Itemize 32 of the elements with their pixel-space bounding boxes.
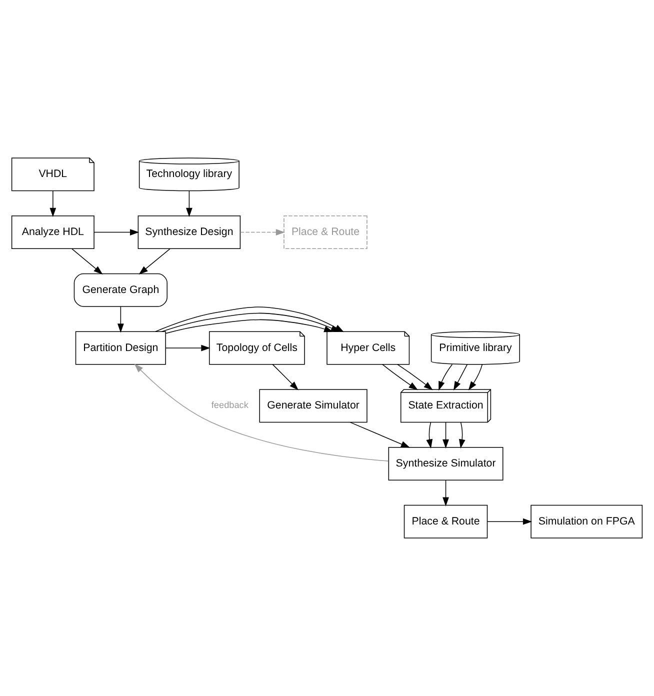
arrow: [426, 422, 433, 448]
arrow: [382, 364, 418, 390]
arrow: [240, 229, 286, 236]
arrow: [350, 422, 410, 448]
arrow: [71, 248, 103, 274]
arrow: [165, 344, 210, 352]
node-box: Simulation on FPGA: [530, 504, 643, 538]
arrow: [458, 422, 466, 448]
node-box: Synthesize Simulator: [388, 446, 504, 480]
node-box: Partition Design: [75, 331, 166, 365]
node-box: Analyze HDL: [11, 216, 94, 250]
edge-label: feedback: [211, 400, 248, 410]
node-box: Place & Route: [284, 216, 368, 250]
arrow: [138, 248, 170, 274]
arrow: [453, 364, 468, 391]
arrow: [165, 319, 334, 334]
arrow: [186, 190, 192, 218]
arrow: [134, 364, 389, 462]
node-box: Generate Simulator: [259, 389, 368, 423]
arrow: [468, 364, 483, 390]
arrow: [117, 306, 124, 333]
arrow: [94, 229, 140, 236]
arrow: [50, 190, 56, 218]
node-box: Generate Graph: [74, 273, 168, 307]
node-box: Place & Route: [404, 504, 488, 538]
arrow: [397, 364, 433, 390]
arrow: [438, 364, 453, 391]
arrow: [272, 364, 298, 390]
node-box: Synthesize Design: [138, 216, 241, 250]
arrow: [442, 480, 449, 506]
arrow: [486, 518, 532, 525]
arrow: [442, 422, 449, 448]
